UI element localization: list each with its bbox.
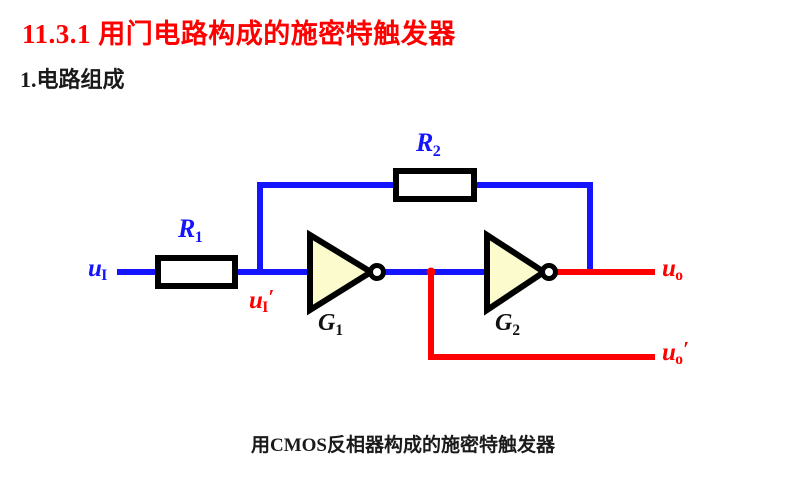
label-uo-prime-symbol: u: [662, 339, 676, 366]
label-ui: uI: [88, 255, 108, 285]
circuit-diagram: uI R1 R2 uI′ uo uo′ G1 G2: [0, 110, 806, 420]
figure-caption: 用CMOS反相器构成的施密特触发器: [250, 435, 555, 456]
label-uo-prime-subscript: o: [675, 351, 684, 369]
label-g2-symbol: G: [495, 310, 513, 336]
label-ui-subscript: I: [101, 267, 108, 285]
inverter-g1: [307, 229, 386, 316]
label-ui-prime: uI′: [249, 285, 275, 317]
label-ui-symbol: u: [88, 255, 102, 282]
label-r1: R1: [178, 214, 203, 246]
g2-bubble-icon: [540, 263, 558, 281]
label-uo: uo: [662, 255, 684, 285]
label-uo-subscript: o: [675, 267, 684, 285]
red-wire-group: [428, 269, 655, 360]
label-g1: G1: [318, 310, 344, 339]
label-uo-prime-mark: ′: [683, 337, 690, 362]
label-ui-prime-mark: ′: [268, 285, 275, 310]
label-ui-prime-symbol: u: [249, 287, 263, 314]
junction-dot-uoprime: [426, 267, 436, 277]
label-g1-symbol: G: [318, 310, 336, 336]
label-g1-subscript: 1: [335, 321, 344, 339]
resistor-r1: [155, 255, 238, 289]
label-r2-symbol: R: [416, 128, 434, 157]
page-title: 11.3.1 用门电路构成的施密特触发器: [22, 19, 456, 49]
label-r2: R2: [416, 128, 441, 160]
label-uo-prime: uo′: [662, 337, 690, 369]
g1-bubble-icon: [368, 263, 386, 281]
label-g2: G2: [495, 310, 521, 339]
label-r1-symbol: R: [178, 214, 196, 243]
label-r2-subscript: 2: [432, 142, 441, 160]
circuit-svg: [117, 168, 655, 360]
label-uo-symbol: u: [662, 255, 676, 282]
label-r1-subscript: 1: [194, 228, 203, 246]
label-ui-prime-subscript: I: [262, 299, 269, 317]
resistor-r2: [393, 168, 477, 202]
label-g2-subscript: 2: [512, 321, 521, 339]
section-subtitle: 1.电路组成: [20, 67, 125, 92]
inverter-g2: [484, 229, 558, 316]
